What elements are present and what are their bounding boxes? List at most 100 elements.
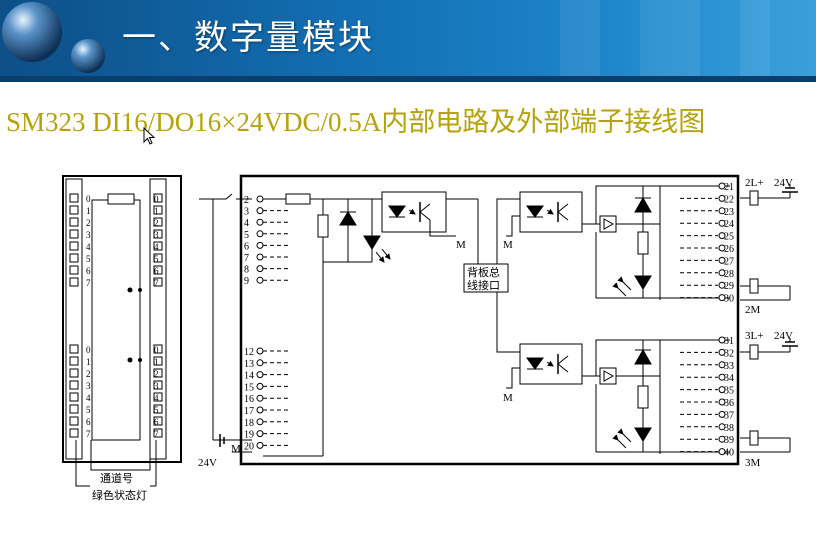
terminal-point	[256, 241, 264, 249]
channel-label: 4	[86, 242, 91, 252]
banner-stripe	[560, 0, 600, 82]
status-led	[153, 253, 163, 263]
label-2m: 2M	[745, 304, 761, 316]
label-3m: 3M	[745, 457, 761, 469]
backplane-bus-interface: 背板总 线接口	[463, 198, 520, 353]
terminal-label: 5	[244, 230, 249, 241]
terminal-point	[256, 430, 264, 438]
terminal-label: 37	[724, 410, 734, 421]
banner-stripe	[740, 0, 770, 82]
terminal-label: 33	[724, 361, 734, 372]
terminal-point	[256, 371, 264, 379]
status-led	[153, 428, 163, 438]
channel-label: 7	[86, 278, 91, 288]
status-led	[153, 217, 163, 227]
status-led	[69, 253, 79, 263]
terminal-label: 8	[244, 265, 249, 276]
terminal-point	[256, 207, 264, 215]
terminal-point	[256, 359, 264, 367]
status-led	[153, 404, 163, 414]
status-led	[153, 205, 163, 215]
terminal-label: 24	[724, 219, 734, 230]
panel-legend: 通道号 绿色状态灯	[75, 440, 157, 502]
page-title: 一、数字量模块	[122, 18, 374, 58]
terminal-point	[718, 386, 726, 394]
terminal-point	[718, 336, 726, 344]
terminal-label: 36	[724, 398, 734, 409]
input-circuit-m-label: M	[456, 239, 466, 251]
channel-label: 3	[154, 381, 159, 391]
status-led	[69, 416, 79, 426]
status-led	[69, 404, 79, 414]
terminal-label: 35	[724, 386, 734, 397]
panel-led-strip	[69, 193, 163, 438]
status-led	[153, 265, 163, 275]
channel-label: 2	[154, 369, 159, 379]
terminal-point	[256, 195, 264, 203]
terminal-label: 30	[724, 294, 734, 305]
status-led	[69, 193, 79, 203]
status-led	[153, 416, 163, 426]
channel-label: 0	[154, 194, 159, 204]
terminal-label: 26	[724, 244, 734, 255]
terminal-label: 27	[724, 256, 734, 267]
output-m-label: M	[503, 392, 513, 404]
panel-channel-labels: 0 1 2 3 4 5 6 7 0 1 2 3 4 5 6 7 0 1 2 3 …	[86, 194, 159, 439]
terminal-label: 12	[244, 347, 254, 358]
terminal-point	[718, 398, 726, 406]
label-2l: 2L+	[745, 177, 763, 189]
terminal-label: 6	[244, 241, 249, 252]
slide-subtitle: SM323 DI16/DO16×24VDC/0.5A内部电路及外部端子接线图	[6, 107, 706, 137]
status-led	[153, 368, 163, 378]
terminal-point	[718, 256, 726, 264]
bus-label-line1: 背板总	[467, 265, 500, 279]
terminal-point	[718, 348, 726, 356]
terminal-point	[256, 418, 264, 426]
label-24v-out1: 24V	[774, 177, 793, 189]
status-led	[69, 265, 79, 275]
channel-label: 0	[154, 345, 159, 355]
status-led	[153, 344, 163, 354]
terminal-label: 28	[724, 269, 734, 280]
terminal-label: 32	[724, 348, 734, 359]
status-led	[69, 344, 79, 354]
status-led	[69, 205, 79, 215]
channel-label: 5	[154, 405, 159, 415]
terminal-label: 21	[724, 182, 734, 193]
terminal-point	[718, 232, 726, 240]
terminal-label: 2	[244, 195, 249, 206]
status-led	[69, 380, 79, 390]
terminal-point	[256, 265, 264, 273]
banner-stripe	[640, 0, 700, 82]
banner-band	[0, 76, 816, 82]
input-24v-label: 24V	[198, 457, 217, 469]
terminal-point	[718, 373, 726, 381]
channel-label: 0	[86, 194, 91, 204]
input-circuit: M	[263, 191, 479, 457]
legend-status-led: 绿色状态灯	[92, 488, 147, 502]
terminal-label: 34	[724, 373, 734, 384]
terminal-point	[718, 207, 726, 215]
terminal-point	[718, 423, 726, 431]
terminal-label: 3	[244, 207, 249, 218]
terminal-point	[718, 435, 726, 443]
channel-label: 3	[86, 381, 91, 391]
status-led	[69, 277, 79, 287]
status-led	[153, 380, 163, 390]
status-led	[69, 368, 79, 378]
terminal-point	[256, 218, 264, 226]
channel-label: 2	[86, 369, 91, 379]
status-led	[153, 241, 163, 251]
input-external-wiring: 24V M	[198, 193, 252, 469]
terminal-label: 23	[724, 207, 734, 218]
module-outline	[239, 174, 740, 466]
terminal-point	[718, 269, 726, 277]
label-24v-out2: 24V	[774, 330, 793, 342]
channel-label: 6	[154, 417, 159, 427]
terminal-label: 9	[244, 276, 249, 287]
terminal-label: 25	[724, 232, 734, 243]
terminal-point	[718, 410, 726, 418]
channel-label: 7	[86, 429, 91, 439]
